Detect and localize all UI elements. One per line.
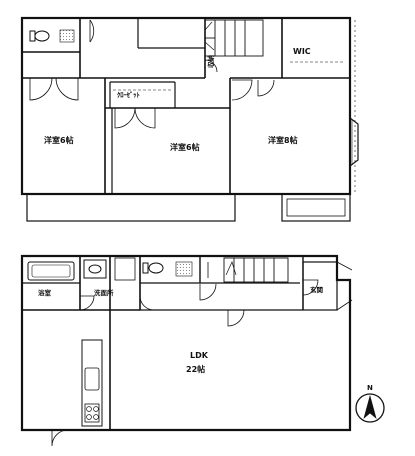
upper-balcony-right	[281, 193, 351, 222]
upper-floor	[20, 16, 359, 222]
lower-outer-wall	[20, 254, 352, 432]
compass-north-label: N	[367, 384, 373, 392]
closet-label: ｸﾛｰｾﾞｯﾄ	[117, 90, 140, 99]
lower-stairs	[223, 257, 289, 283]
upper-room-western-2-label: 洋室6帖	[170, 142, 200, 152]
lower-floor	[20, 254, 353, 447]
compass: N	[355, 384, 385, 423]
lower-room-labels: 浴室 洗面所 玄関 LDK 22帖	[38, 285, 324, 374]
bathroom-label: 浴室	[38, 288, 52, 297]
compass-arrow-icon	[363, 394, 377, 419]
lower-toilet-icon	[142, 261, 193, 277]
lower-doors	[51, 261, 353, 447]
upper-toilet-icon	[29, 29, 75, 43]
ldk-name-label: LDK	[190, 351, 209, 360]
storage-label: 収納	[206, 55, 215, 69]
washbasin-icon	[83, 257, 136, 281]
bathtub-icon	[27, 261, 75, 281]
upper-room-western-1-label: 洋室6帖	[44, 135, 74, 145]
upper-balcony-left	[26, 193, 236, 222]
kitchen-counter	[81, 339, 103, 427]
upper-outer-wall	[20, 16, 352, 196]
ldk-size-label: 22帖	[186, 364, 205, 374]
washroom-label: 洗面所	[94, 288, 114, 297]
upper-stairs	[204, 19, 264, 57]
upper-doors	[29, 19, 275, 129]
walk-in-closet-label: WIC	[293, 47, 311, 56]
upper-room-labels: 洋室6帖 洋室6帖 洋室8帖 WIC ｸﾛｰｾﾞｯﾄ 収納	[44, 47, 311, 152]
upper-room-western-3-label: 洋室8帖	[268, 135, 298, 145]
bay-window	[349, 117, 359, 167]
upper-balcony-right-inner	[286, 198, 346, 217]
entrance-label: 玄関	[310, 285, 324, 294]
